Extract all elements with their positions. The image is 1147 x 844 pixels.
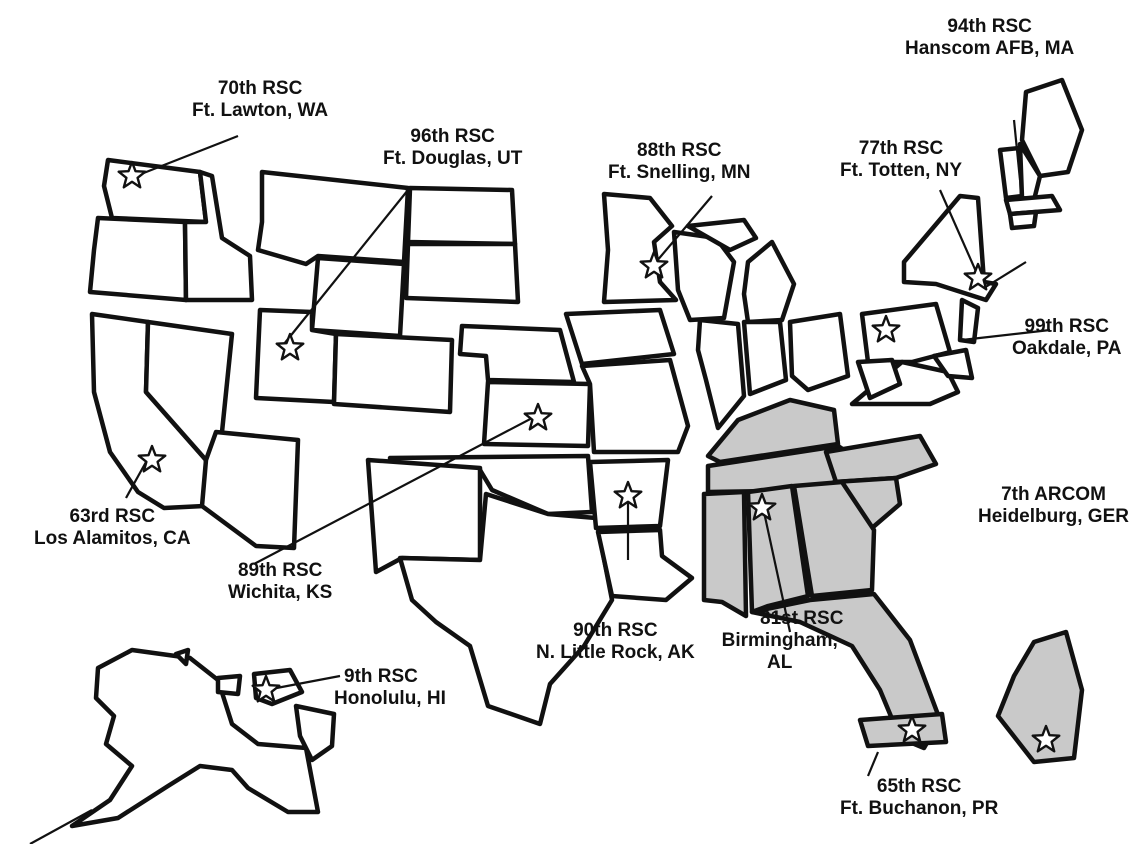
state-minnesota [601, 191, 679, 305]
label-94th-rsc: 94th RSC Hanscom AFB, MA [905, 16, 1074, 60]
label-99th-rsc: 99th RSC Oakdale, PA [1012, 316, 1121, 360]
unit-location: Honolulu, HI [334, 688, 446, 709]
unit-name: 96th RSC [410, 126, 495, 147]
unit-name: 81st RSC [760, 608, 844, 629]
unit-name: 88th RSC [637, 140, 722, 161]
star-icon-89th [523, 402, 553, 431]
state-massachusetts [1003, 193, 1063, 217]
unit-name: 77th RSC [858, 138, 944, 159]
state-michigan [685, 217, 797, 325]
label-81st-rsc: 81st RSC Birmingham, AL [716, 608, 844, 674]
unit-location: Hanscom AFB, MA [905, 38, 1075, 59]
state-hawaii-kauai [173, 647, 191, 667]
unit-location-state: AL [767, 652, 793, 673]
state-wyoming [309, 255, 407, 339]
star-icon-70th [117, 160, 147, 189]
state-idaho [182, 169, 255, 303]
state-missouri [579, 357, 691, 455]
leader-70th [135, 134, 239, 178]
state-maine [1019, 77, 1085, 179]
unit-name: 65th RSC [876, 776, 962, 797]
unit-location: Ft. Douglas, UT [383, 148, 523, 169]
state-north-carolina [823, 433, 939, 485]
label-89th-rsc: 89th RSC Wichita, KS [228, 560, 332, 604]
label-65th-rsc: 65th RSC Ft. Buchanon, PR [840, 776, 998, 820]
unit-location: Los Alamitos, CA [34, 528, 191, 549]
state-maryland [931, 347, 975, 381]
star-icon-7th [1031, 724, 1061, 753]
label-70th-rsc: 70th RSC Ft. Lawton, WA [192, 78, 328, 122]
label-77th-rsc: 77th RSC Ft. Totten, NY [840, 138, 962, 182]
state-oregon [87, 215, 189, 303]
leader-65th [866, 751, 880, 777]
unit-location: Oakdale, PA [1012, 338, 1122, 359]
label-63rd-rsc: 63rd RSC Los Alamitos, CA [34, 506, 191, 550]
star-icon-99th [871, 314, 901, 343]
state-texas [397, 491, 615, 727]
state-nebraska [457, 323, 577, 385]
state-indiana [741, 319, 789, 397]
leader-77th-b [983, 261, 1027, 289]
star-icon-90th [613, 480, 643, 509]
star-icon-65th [897, 714, 927, 743]
state-georgia [791, 479, 877, 599]
leader-94th [1012, 119, 1022, 181]
state-connecticut [1007, 209, 1039, 231]
star-icon-77th [963, 262, 993, 291]
star-icon-96th [275, 332, 305, 361]
state-south-dakota [403, 241, 521, 305]
state-west-virginia [855, 357, 903, 401]
leader-63rd [125, 461, 147, 499]
state-arizona [199, 429, 301, 551]
unit-name: 99th RSC [1024, 316, 1109, 337]
state-florida [749, 591, 943, 751]
state-north-dakota [405, 185, 518, 247]
state-illinois [695, 317, 747, 431]
state-alabama [745, 483, 811, 615]
label-96th-rsc: 96th RSC Ft. Douglas, UT [383, 126, 522, 170]
unit-location: Ft. Lawton, WA [192, 100, 329, 121]
label-9th-rsc: 9th RSC Honolulu, HI [334, 666, 446, 710]
leader-88th [655, 195, 713, 263]
leader-89th [253, 415, 537, 565]
unit-name: 89th RSC [237, 560, 323, 581]
leader-96th [283, 189, 409, 345]
label-7th-arcom: 7th ARCOM Heidelburg, GER [978, 484, 1129, 528]
leader-99th [961, 328, 1051, 342]
star-icon-88th [639, 250, 669, 279]
unit-location: Wichita, KS [228, 582, 333, 603]
unit-name: 94th RSC [947, 16, 1032, 37]
unit-name: 7th ARCOM [1001, 484, 1106, 505]
label-90th-rsc: 90th RSC N. Little Rock, AK [536, 620, 695, 664]
unit-location: N. Little Rock, AK [536, 642, 695, 663]
leader-77th [938, 189, 980, 277]
state-hawaii-oahu [215, 673, 243, 697]
unit-location: Heidelburg, GER [978, 506, 1129, 527]
star-icon-9th [251, 674, 281, 703]
state-new-mexico [365, 457, 483, 575]
state-louisiana [595, 527, 695, 603]
germany [995, 629, 1085, 765]
unit-name: 70th RSC [217, 78, 303, 99]
state-mississippi [701, 489, 749, 619]
unit-name: 63rd RSC [69, 506, 156, 527]
leader-alaska [29, 809, 93, 844]
leader-81st [762, 511, 792, 633]
label-88th-rsc: 88th RSC Ft. Snelling, MN [608, 140, 751, 184]
unit-name: 90th RSC [573, 620, 658, 641]
unit-location: Ft. Buchanon, PR [840, 798, 999, 819]
unit-location: Ft. Snelling, MN [608, 162, 751, 183]
unit-location: Ft. Totten, NY [840, 160, 963, 181]
state-colorado [331, 331, 455, 415]
star-icon-81st [747, 492, 777, 521]
star-icon-63rd [137, 444, 167, 473]
unit-location: Birmingham, [721, 630, 838, 651]
state-new-jersey [957, 297, 981, 345]
state-hawaii-big-island [293, 703, 337, 763]
state-ohio [787, 311, 851, 393]
state-iowa [563, 307, 677, 367]
unit-name: 9th RSC [344, 666, 418, 687]
